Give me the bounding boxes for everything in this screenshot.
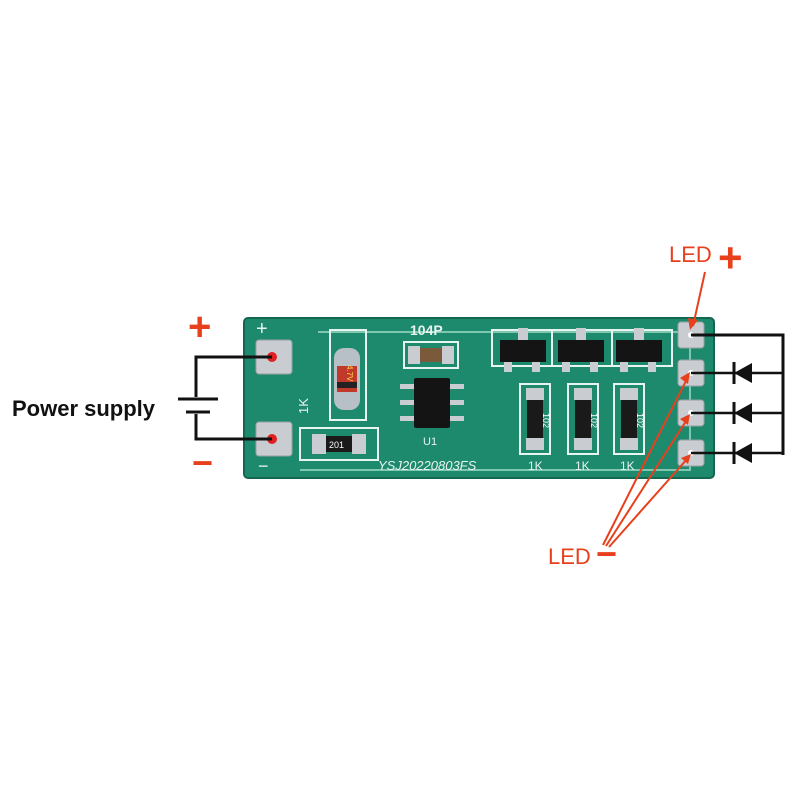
res-label-3: 1K (620, 459, 635, 473)
annotation-arrows (602, 271, 706, 548)
led-positive-sign: + (718, 234, 743, 281)
zener-marking: 4.7V (345, 365, 354, 382)
power-minus-sign: − (192, 442, 213, 483)
zener-diode: 4.7V (329, 329, 367, 421)
led-negative-label: LED (548, 544, 591, 569)
ic-u1: U1 (400, 378, 464, 448)
led-diode-2 (732, 402, 752, 424)
resistor-201: 201 (299, 427, 379, 461)
led-negative-sign: − (596, 533, 617, 574)
silk-plus: + (256, 318, 268, 340)
board-serial: YSJ20220803FS (378, 458, 477, 473)
arrow-led-minus-1 (602, 376, 689, 546)
led-diode-1 (732, 362, 752, 384)
arrow-led-plus (692, 271, 706, 327)
res-code-2: 102 (589, 413, 599, 428)
arrow-led-minus-2 (605, 417, 689, 547)
led-diode-3 (732, 442, 752, 464)
res-label-2: 1K (575, 459, 590, 473)
arrow-led-minus-3 (608, 457, 689, 548)
capacitor-104p: 104P (403, 322, 459, 369)
res-label-1: 1K (528, 459, 543, 473)
led-positive-label: LED (669, 242, 712, 267)
power-supply-wiring (178, 355, 272, 441)
power-supply-label: Power supply (12, 396, 156, 421)
res-label-left: 1K (296, 398, 311, 414)
res-code-3: 102 (635, 413, 645, 428)
pcb-board: + − 4.7V 1K 201 104P (243, 317, 715, 479)
transistors (491, 328, 673, 372)
res-marking-201: 201 (329, 440, 344, 450)
res-code-1: 102 (541, 413, 551, 428)
chip-marking: U1 (423, 436, 437, 448)
silk-minus: − (258, 456, 269, 476)
power-plus-sign: + (188, 305, 211, 349)
led-wiring (691, 333, 785, 464)
resistors-1k: 102 102 102 1K 1K 1K (519, 383, 645, 473)
cap-marking: 104P (410, 322, 443, 338)
